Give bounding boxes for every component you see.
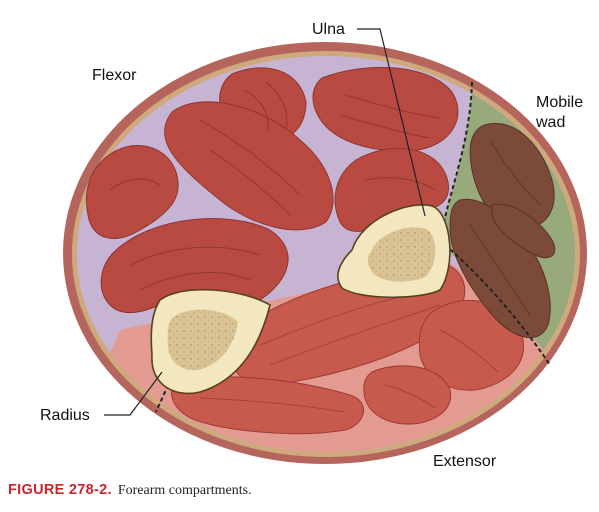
ulna-leader-line [357, 28, 426, 217]
septum-extensor-mobile-wad [444, 244, 551, 366]
flexor-muscles [85, 66, 459, 314]
extensor-label: Extensor [433, 453, 497, 470]
figure-number: FIGURE 278-2. [8, 482, 112, 498]
extensor-muscle [171, 376, 365, 435]
mobile-wad-muscle [491, 203, 556, 259]
flexor-striations [109, 81, 441, 291]
radius-bone [150, 288, 271, 395]
flexor-muscle [85, 145, 179, 239]
mobile-wad-label-line2: wad [535, 114, 565, 131]
radius-label: Radius [40, 407, 90, 424]
mobile-wad-striations [469, 139, 541, 316]
flexor-label: Flexor [92, 67, 137, 84]
flexor-muscle [164, 101, 334, 231]
extensor-muscle [363, 365, 452, 425]
flexor-muscle [312, 66, 459, 152]
ulna-label: Ulna [312, 21, 345, 38]
mobile-wad-label-line1: Mobile [536, 94, 583, 111]
leader-lines [104, 28, 426, 416]
figure-caption-text: Forearm compartments. [117, 483, 252, 498]
ulna-bone [337, 204, 451, 299]
mobile-wad-muscles [449, 122, 556, 339]
figure-caption: FIGURE 278-2. Forearm compartments. [8, 482, 252, 499]
radius-leader-line [104, 371, 163, 416]
